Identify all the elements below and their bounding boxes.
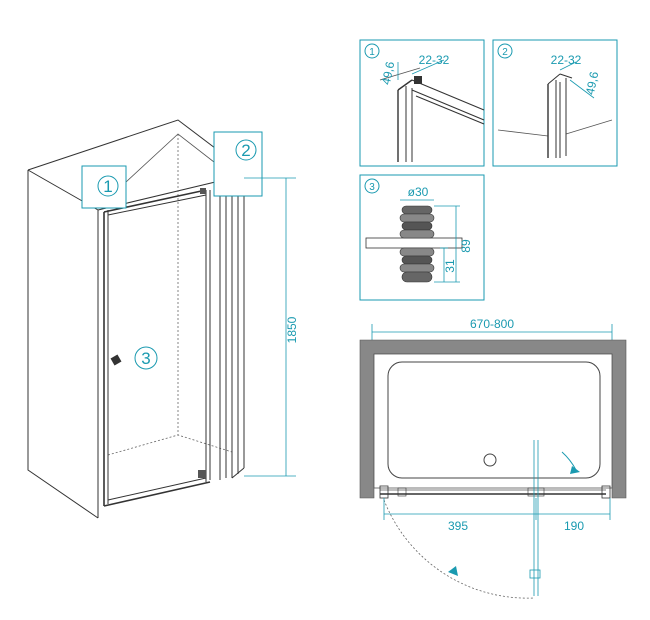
callout-2-label: 2 bbox=[241, 141, 250, 160]
detail-3-number: 3 bbox=[369, 182, 375, 193]
detail-3-diameter: ø30 bbox=[408, 185, 429, 199]
detail-1-box: 1 22-32 49,6 bbox=[359, 39, 485, 167]
callout-3-label: 3 bbox=[141, 349, 150, 368]
detail-3-lower-height: 31 bbox=[443, 259, 457, 273]
detail-3-box: 3 ø30 89 31 bbox=[359, 174, 485, 301]
door-frame bbox=[103, 184, 227, 507]
enclosure-perspective-view bbox=[27, 119, 245, 519]
detail-2-depth: 49,6 bbox=[583, 70, 602, 96]
detail-3-total-height: 89 bbox=[459, 239, 473, 253]
callout-1-marker: 1 bbox=[81, 165, 127, 209]
plan-left-span: 395 bbox=[448, 519, 468, 533]
plan-width: 670-800 bbox=[470, 317, 514, 331]
callout-2-marker: 2 bbox=[213, 131, 263, 197]
height-value: 1850 bbox=[285, 316, 299, 343]
detail-2-box: 2 22-32 49,6 bbox=[492, 39, 618, 167]
detail-1-width: 22-32 bbox=[419, 53, 450, 67]
plan-view: 670-800 395 190 bbox=[359, 317, 627, 599]
detail-2-number: 2 bbox=[502, 47, 508, 58]
detail-1-depth: 49,6 bbox=[379, 60, 398, 86]
detail-2-width: 22-32 bbox=[551, 53, 582, 67]
plan-right-span: 190 bbox=[564, 519, 584, 533]
height-dimension: 1850 bbox=[244, 177, 299, 477]
callout-3-marker: 3 bbox=[134, 346, 158, 370]
callout-1-label: 1 bbox=[103, 177, 112, 196]
detail-1-number: 1 bbox=[369, 47, 375, 58]
